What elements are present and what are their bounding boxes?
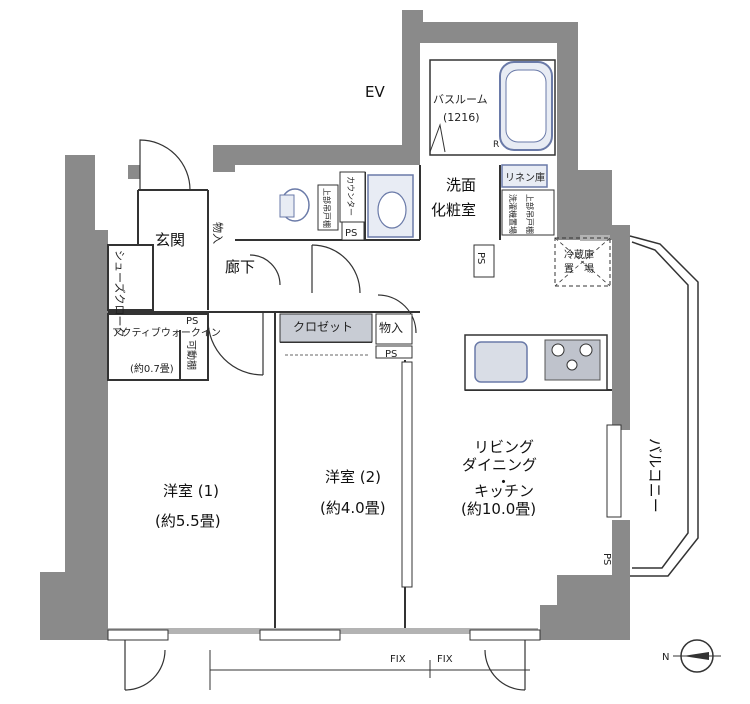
storage-entrance: 物入 bbox=[211, 222, 225, 244]
compass-icon bbox=[673, 639, 721, 673]
counter-label: カウンター bbox=[346, 176, 355, 216]
ldk-label-2: ダイニング bbox=[462, 456, 537, 474]
sink-icon bbox=[367, 174, 414, 238]
sink-icon bbox=[474, 341, 528, 383]
linen-label: リネン庫 bbox=[505, 171, 545, 184]
fridge-label-2: 置 場 bbox=[564, 262, 594, 275]
labels: EV バスルーム (1216) R 洗面 化粧室 リネン庫 カウンター 上部吊戸… bbox=[112, 83, 669, 665]
ps-balcony: PS bbox=[601, 553, 612, 565]
wash-upper-shelf: 上部吊戸棚 bbox=[525, 194, 535, 234]
ldk-label-1: リビング bbox=[474, 438, 534, 456]
ldk-size: (約10.0畳) bbox=[461, 500, 536, 518]
toilet-upper-shelf: 上部吊戸棚 bbox=[322, 188, 332, 228]
bathroom-area bbox=[429, 59, 556, 156]
wall-accents bbox=[108, 235, 610, 634]
ps-walkin: PS bbox=[186, 316, 198, 327]
fridge-space bbox=[554, 237, 611, 287]
kitchen-counter bbox=[464, 334, 608, 391]
balcony-label: バルコニー bbox=[646, 438, 664, 513]
washroom-label-2: 化粧室 bbox=[431, 201, 476, 219]
ps-toilet: PS bbox=[345, 228, 357, 239]
washroom-area bbox=[367, 164, 555, 278]
fridge-label: 冷蔵庫 bbox=[564, 248, 594, 261]
walkin-size: (約0.7畳) bbox=[130, 362, 174, 375]
bathtub-icon bbox=[499, 61, 553, 151]
r-mark: R bbox=[493, 140, 499, 150]
toilet-area bbox=[279, 171, 366, 241]
walls bbox=[40, 10, 630, 640]
room2-size: (約4.0畳) bbox=[320, 499, 386, 517]
shoes-closet-label: シューズクローク bbox=[113, 250, 127, 337]
bottom-line bbox=[209, 650, 530, 690]
room1-name: 洋室 (1) bbox=[163, 482, 219, 500]
compass-n-label: N bbox=[662, 652, 669, 663]
balcony-outline bbox=[629, 235, 699, 577]
closet-label: クロゼット bbox=[293, 320, 353, 334]
ldk-label-4: キッチン bbox=[474, 482, 534, 500]
bathroom-label: バスルーム bbox=[433, 93, 488, 106]
washroom-label: 洗面 bbox=[446, 176, 476, 194]
closet-area bbox=[279, 313, 413, 359]
toilet-icon bbox=[279, 188, 310, 222]
bathroom-size: (1216) bbox=[443, 111, 480, 124]
ps-closet: PS bbox=[385, 349, 397, 360]
entrance-label: 玄関 bbox=[155, 231, 185, 249]
ps-hall: PS bbox=[475, 252, 486, 264]
fix-label-1: FIX bbox=[390, 654, 406, 665]
room1-size: (約5.5畳) bbox=[155, 512, 221, 530]
windows bbox=[107, 361, 622, 641]
hallway-label: 廊下 bbox=[225, 258, 255, 276]
fix-label-2: FIX bbox=[437, 654, 453, 665]
storage-closet: 物入 bbox=[379, 321, 403, 335]
movable-shelf-label: 可動棚 bbox=[185, 340, 198, 370]
room2-name: 洋室 (2) bbox=[325, 468, 381, 486]
walkin-label: アクティブウォークイン bbox=[112, 326, 221, 339]
ev-label: EV bbox=[365, 83, 385, 101]
ldk-label-3: ・ bbox=[496, 473, 511, 491]
stove-icon bbox=[544, 339, 601, 381]
doors bbox=[124, 139, 526, 691]
laundry-label: 洗濯機置場 bbox=[508, 194, 518, 234]
